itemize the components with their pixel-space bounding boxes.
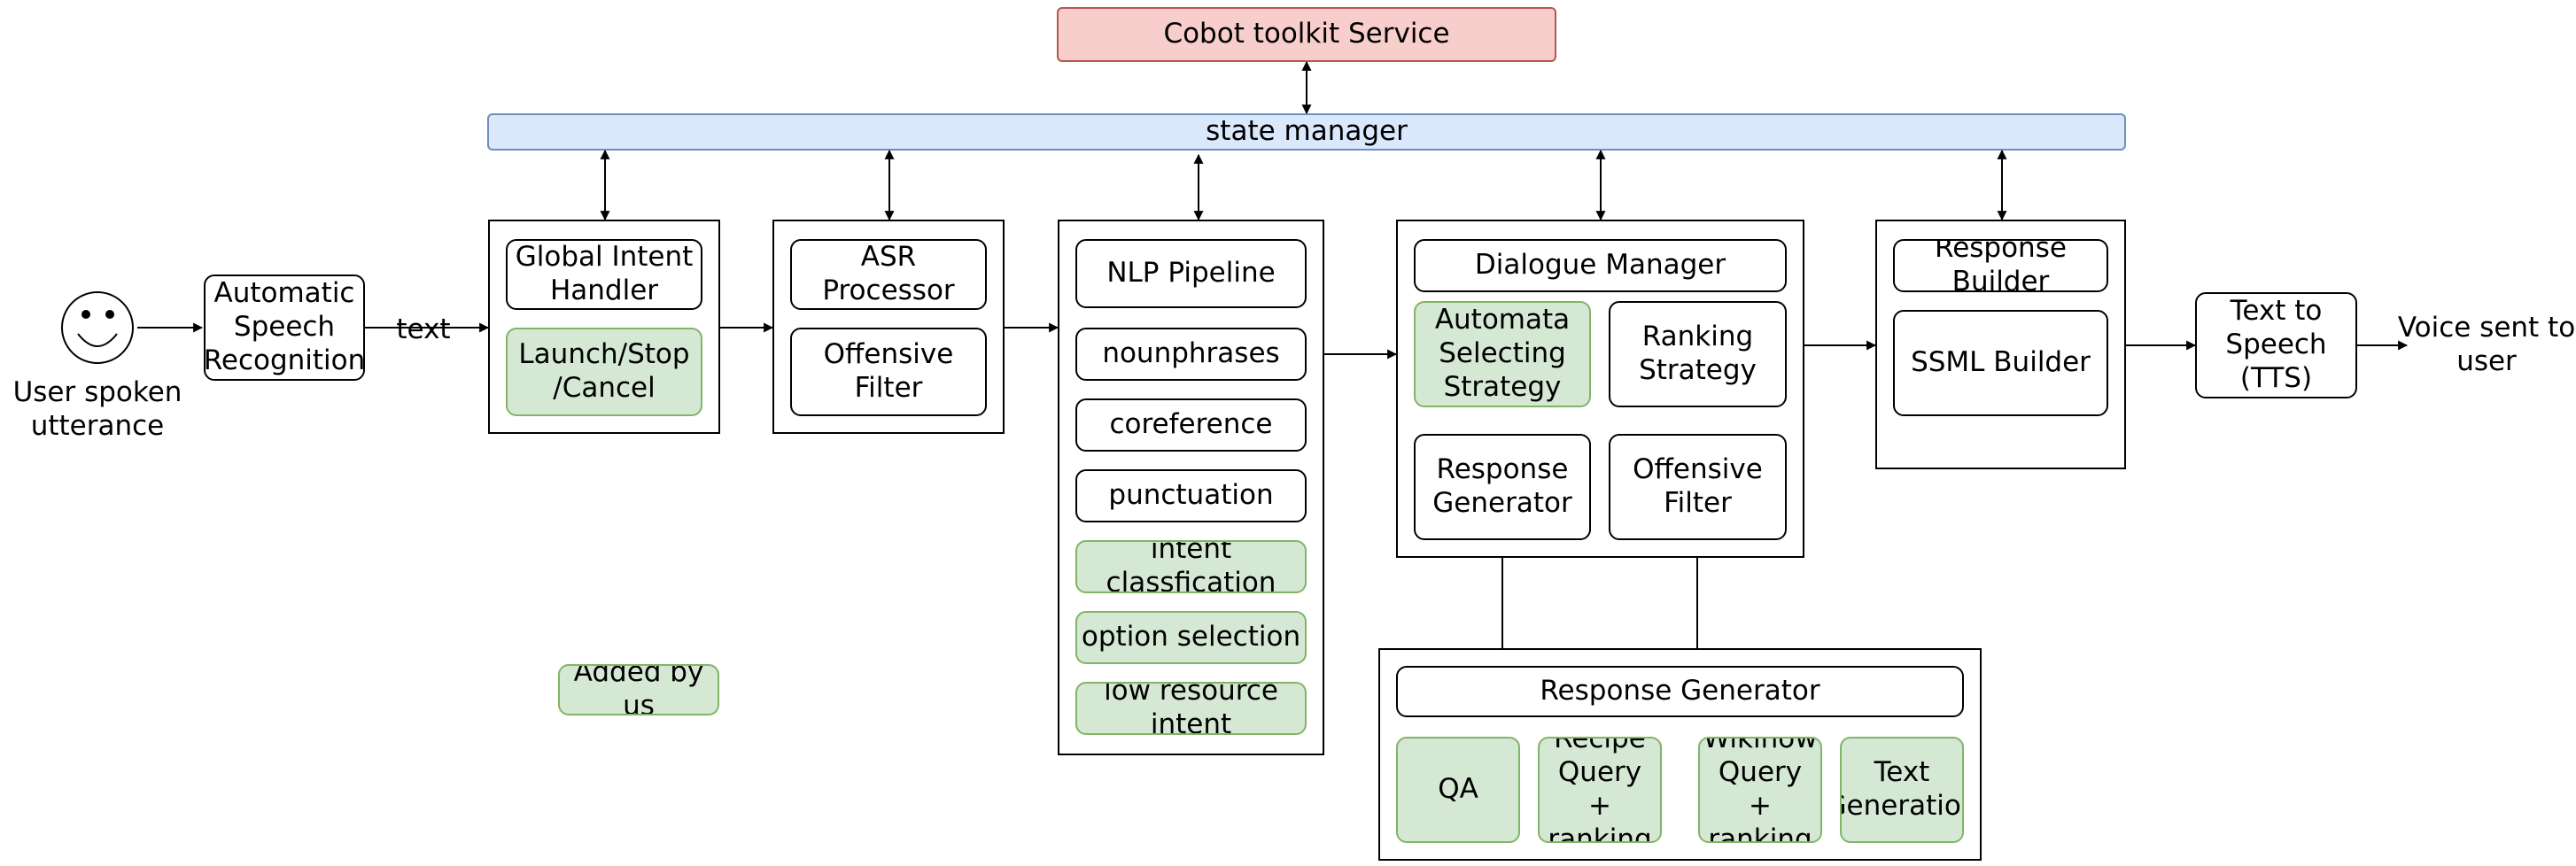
nlp-item-coreference: coreference: [1075, 398, 1307, 452]
legend-added-by-us: Added by us: [558, 664, 719, 715]
nlp-item-punctuation: punctuation: [1075, 469, 1307, 522]
ranking-strategy: Ranking Strategy: [1609, 301, 1787, 407]
text-edge-label: text: [396, 313, 451, 345]
nlp-item-low-resource-intent: low resource intent: [1075, 682, 1307, 735]
nlp-pipeline-title: NLP Pipeline: [1075, 239, 1307, 308]
automata-selecting-strategy: Automata Selecting Strategy: [1414, 301, 1591, 407]
rg-wikihow-query: Wikihow Query + ranking: [1698, 737, 1822, 843]
response-builder-title: Response Builder: [1893, 239, 2108, 292]
voice-sent-label: Voice sent to user: [2397, 312, 2576, 377]
launch-stop-cancel: Launch/Stop /Cancel: [506, 328, 702, 416]
dm-offensive-filter: Offensive Filter: [1609, 434, 1787, 540]
asr-processor: ASR Processor: [790, 239, 987, 310]
global-intent-handler: Global Intent Handler: [506, 239, 702, 310]
user-utterance-label: User spoken utterance: [12, 376, 182, 442]
state-manager: state manager: [487, 113, 2126, 151]
smiley-icon: [61, 291, 134, 364]
dm-response-generator: Response Generator: [1414, 434, 1591, 540]
ssml-builder: SSML Builder: [1893, 310, 2108, 416]
automatic-speech-recognition: Automatic Speech Recognition: [204, 274, 365, 381]
dialogue-manager-title: Dialogue Manager: [1414, 239, 1787, 292]
cobot-toolkit-service: Cobot toolkit Service: [1057, 7, 1556, 62]
rg-text-generation: Text Generation: [1840, 737, 1964, 843]
rg-recipe-query: Recipe Query + ranking: [1538, 737, 1662, 843]
text-to-speech: Text to Speech (TTS): [2195, 292, 2357, 398]
asr-offensive-filter: Offensive Filter: [790, 328, 987, 416]
nlp-item-nounphrases: nounphrases: [1075, 328, 1307, 381]
nlp-item-option-selection: option selection: [1075, 611, 1307, 664]
nlp-item-intent-classification: intent classfication: [1075, 540, 1307, 593]
response-generator-title: Response Generator: [1396, 666, 1964, 717]
rg-qa: QA: [1396, 737, 1520, 843]
